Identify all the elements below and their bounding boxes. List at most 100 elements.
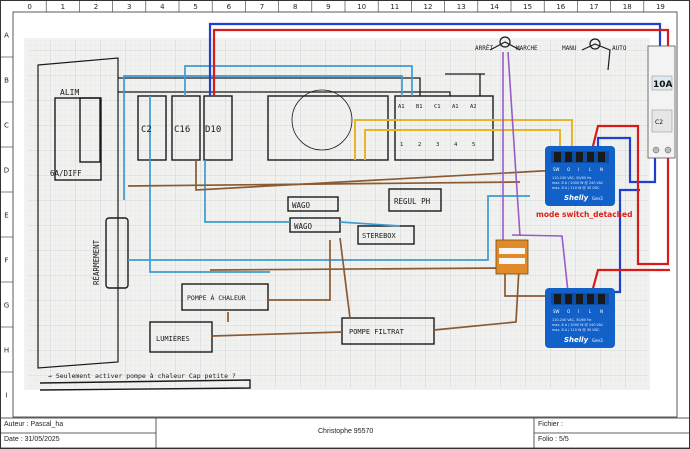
pompe-filtrat-label: POMPE FILTRAT (349, 328, 405, 336)
row-label: B (4, 77, 9, 85)
shelly2-t-o: O (567, 309, 570, 314)
breaker-module (647, 45, 676, 159)
column-label: 19 (656, 3, 665, 11)
column-label: 17 (590, 3, 599, 11)
wire-purple (502, 51, 569, 293)
switch-arret-label: ARRÊT (475, 44, 493, 52)
shelly2-t-l: L (589, 309, 592, 314)
row-label: G (4, 302, 9, 310)
shelly1-brand: Shelly (564, 194, 589, 202)
row-label: C (4, 122, 9, 130)
shelly1-t-l: L (589, 167, 592, 172)
column-label: 3 (127, 3, 131, 11)
title-block: Auteur : Pascal_ha Date : 31/05/2025 Chr… (0, 418, 690, 449)
wire-brown (127, 160, 561, 337)
shelly1-spec1: 110-240 VAC, 50/60 Hz (552, 176, 592, 180)
column-label: 18 (623, 3, 632, 11)
alim-rating: 6A/DIFF (50, 169, 82, 178)
shelly2-model: Gen3 (592, 338, 603, 343)
row-label: E (4, 212, 8, 220)
shelly2-brand: Shelly (564, 336, 589, 344)
wire-yellow (354, 119, 573, 160)
folio-field: Folio : 5/5 (538, 436, 569, 443)
date-field: Date : 31/05/2025 (4, 436, 60, 443)
stereobox-label: STEREBOX (362, 232, 397, 240)
breaker-c2: C2 (141, 125, 152, 135)
breaker-d10: D10 (205, 125, 221, 135)
terminal-mid-2: 2 (418, 142, 421, 148)
shelly1-t-o: O (567, 167, 570, 172)
rearmement-label: RÉARMEMENT (92, 239, 101, 285)
breaker-c16: C16 (174, 125, 190, 135)
row-ruler: A B C D E F G H I (0, 32, 13, 400)
shelly2-t-n: N (600, 309, 603, 314)
wago-label-2: WAGO (294, 222, 313, 231)
column-label: 8 (293, 3, 297, 11)
column-label: 11 (390, 3, 399, 11)
shelly2-t-sw: SW (553, 309, 560, 314)
shelly1-t-sw: SW (553, 167, 560, 172)
column-label: 15 (523, 3, 532, 11)
terminal-top-5: A2 (470, 104, 477, 110)
wago-label-1: WAGO (292, 201, 311, 210)
terminal-top-2: B1 (416, 104, 423, 110)
column-label: 2 (94, 3, 98, 11)
wire-teal (123, 65, 530, 273)
breaker-rating: 10A (653, 80, 673, 90)
row-label: H (4, 347, 9, 355)
shelly1-t-n: N (600, 167, 603, 172)
terminal-mid-1: 1 (400, 142, 403, 148)
shelly2-spec2: max. 8 A / 2000 W @ 240 VAC (552, 323, 604, 327)
column-label: 7 (260, 3, 264, 11)
row-label: D (4, 167, 9, 175)
column-label: 5 (193, 3, 197, 11)
shelly1-t-i: I (578, 167, 579, 172)
regul-ph-label: REGUL PH (394, 197, 431, 206)
column-label: 1 (61, 3, 65, 11)
column-label: 4 (160, 3, 165, 11)
column-label: 9 (326, 3, 330, 11)
mode-switch-label: mode switch_detached (536, 210, 632, 219)
shelly1-model: Gen3 (592, 196, 603, 201)
column-label: 14 (490, 3, 499, 11)
switch-manu-label: MANU (562, 45, 577, 52)
shelly1-spec3: max. 8 A / 110 W @ 30 VDC (552, 186, 600, 190)
shelly-module-1 (545, 146, 615, 206)
alim-label: ALIM (60, 88, 79, 97)
column-label: 16 (556, 3, 565, 11)
row-label: F (4, 257, 8, 265)
shelly-module-2 (545, 288, 615, 348)
switch-auto-label: AUTO (612, 45, 627, 52)
row-label: A (4, 32, 9, 40)
terminal-top-3: C1 (434, 104, 441, 110)
wago-connector (495, 239, 529, 275)
handwritten-note: → Seulement activer pompe à chaleur Cap … (48, 372, 236, 380)
breaker-type: C2 (655, 119, 663, 126)
shelly2-spec1: 110-240 VAC, 50/60 Hz (552, 318, 592, 322)
terminal-mid-5: 5 (472, 142, 475, 148)
file-field: Fichier : (538, 421, 563, 428)
shelly2-spec3: max. 8 A / 110 W @ 30 VDC (552, 328, 600, 332)
switch-marche-label: MARCHE (516, 45, 538, 52)
column-label: 12 (424, 3, 433, 11)
column-label: 0 (27, 3, 31, 11)
terminal-mid-3: 3 (436, 142, 439, 148)
column-label: 13 (457, 3, 466, 11)
terminal-top-4: A1 (452, 104, 459, 110)
terminal-mid-4: 4 (454, 142, 458, 148)
column-label: 10 (357, 3, 366, 11)
switch-symbol (489, 36, 611, 71)
lumieres-label: LUMIÈRES (156, 334, 190, 343)
project-name: Christophe 95570 (318, 428, 374, 435)
shelly1-spec2: max. 8 A / 2000 W @ 240 VAC (552, 181, 604, 185)
column-label: 6 (227, 3, 232, 11)
row-label: I (5, 392, 7, 400)
pompe-chaleur-label: POMPE À CHALEUR (187, 293, 246, 302)
terminal-top-1: A1 (398, 104, 405, 110)
shelly2-t-i: I (578, 309, 579, 314)
wire-red (212, 28, 670, 293)
author-field: Auteur : Pascal_ha (4, 421, 64, 428)
